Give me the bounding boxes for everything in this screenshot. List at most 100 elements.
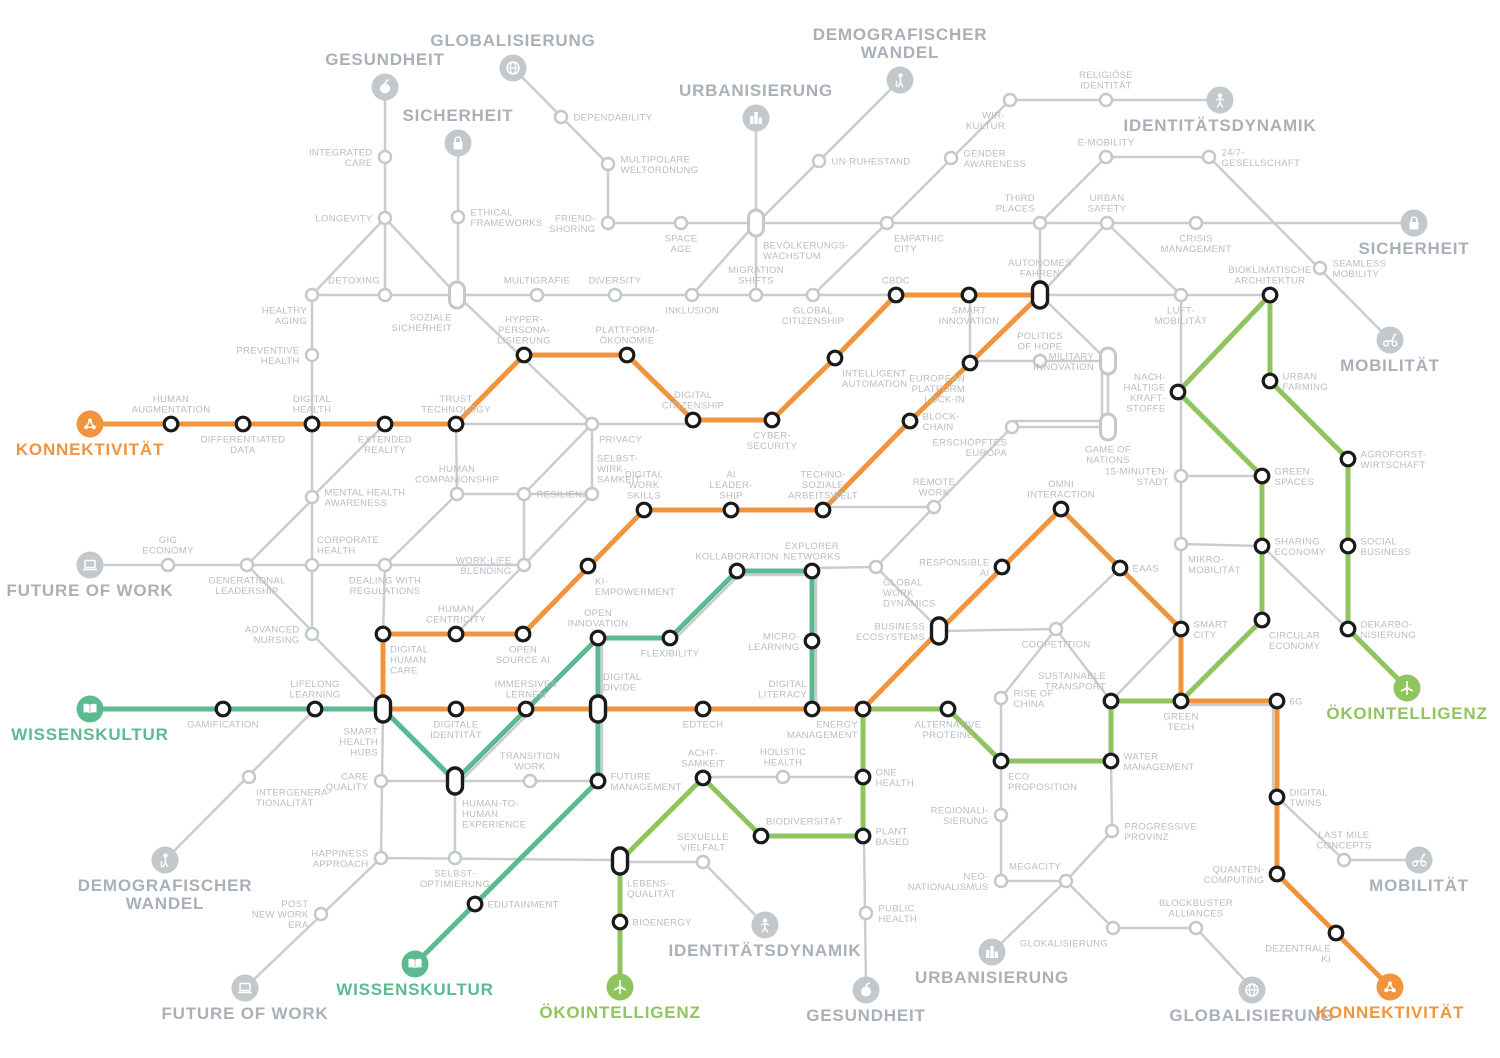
gray-line-segment-16 [1038, 221, 1109, 297]
station-label-dekarbonisierung: DEKARBO-NISIERUNG [1361, 619, 1416, 641]
station-ethical-frameworks [450, 209, 466, 225]
network-icon [1384, 981, 1396, 993]
station-dependability [553, 109, 569, 125]
station-sustainable-transport [1102, 692, 1120, 710]
gray-line-segment-17 [1105, 221, 1183, 297]
station-sharing-economy [1253, 537, 1271, 555]
station-label-eaas: EAAS [1133, 564, 1160, 575]
station-bioklimatische-architektur [1261, 286, 1279, 304]
terminal-globalisierung-bottom: GLOBALISIERUNG [1169, 976, 1334, 1025]
terminal-heading-globalisierung-top: GLOBALISIERUNG [430, 31, 595, 50]
terminal-sicherheit-right: SICHERHEIT [1359, 209, 1469, 258]
gray-line-segment-10 [690, 221, 758, 297]
station-sexuelle-vielfalt [695, 854, 711, 870]
station-e-mobility [1098, 149, 1114, 165]
station-happiness-approach [373, 850, 389, 866]
station-dealing-with-regulations [377, 557, 393, 573]
gray-line-segment-44 [163, 707, 317, 862]
station-label-gesellschaft-24-7: 24/7-GESELLSCHAFT [1222, 147, 1301, 169]
terminal-konnektivitaet-left: KONNEKTIVITÄT [16, 410, 163, 459]
station-differentiated-data [234, 415, 252, 433]
station-corporate-health [304, 557, 320, 573]
station-bioenergy [611, 913, 629, 931]
station-label-achtsamkeit: ACHT-SAMKEIT [681, 748, 725, 770]
terminal-circle-mobilitaet-right [1376, 326, 1404, 354]
station-agroforst-wirtschaft [1339, 450, 1357, 468]
globe-icon [506, 61, 520, 75]
laptop-icon [83, 559, 97, 571]
station-digital-literacy [803, 700, 821, 718]
station-preventive-health [304, 347, 320, 363]
station-human-companionship [449, 486, 465, 502]
station-lifelong-learning [306, 700, 324, 718]
station-edtech [694, 700, 712, 718]
terminal-sicherheit-top: SICHERHEIT [403, 106, 513, 157]
station-omni-interaction [1052, 500, 1070, 518]
station-future-management [589, 772, 607, 790]
station-label-flexibility: FLEXIBILITY [641, 649, 700, 660]
gray-line-segment-13 [1104, 155, 1392, 342]
station-integrated-care [377, 149, 393, 165]
station-label-un-ruhestand: UN-RUHESTAND [832, 157, 911, 168]
station-regionalisierung [993, 807, 1009, 823]
station-nachhaltige-kraftstoffe [1169, 383, 1187, 401]
terminal-heading-konnektivitaet-bottom: KONNEKTIVITÄT [1316, 1003, 1464, 1022]
station-gamification [214, 700, 232, 718]
gray-line-segment-65 [457, 710, 532, 785]
station-plant-based [854, 827, 872, 845]
station-privacy [584, 416, 600, 432]
station-label-edtech: EDTECH [683, 720, 724, 731]
station-label-wir-kultur: WIR-KULTUR [966, 111, 1005, 133]
gray-line-segment-11 [811, 221, 889, 297]
station-green-spaces [1253, 467, 1271, 485]
station-biodiversitaet [752, 827, 770, 845]
gray-line-segment-53 [1109, 627, 1183, 703]
station-responsible-ai [993, 558, 1011, 576]
apple-icon [861, 982, 871, 997]
station-digitale-identitaet [447, 700, 465, 718]
station-soziale-sicherheit [448, 280, 466, 310]
gray-line-segment-52 [1054, 627, 1113, 703]
station-label-micro-learning: MICRO-LEARNING [749, 631, 800, 653]
terminal-gesundheit-top: GESUNDHEIT [325, 50, 444, 101]
station-label-dependability: DEPENDABILITY [574, 113, 653, 124]
gray-line-segment-45 [243, 856, 383, 990]
station-space-age [673, 215, 689, 231]
terminal-future-of-work-bottom: FUTURE OF WORK [161, 974, 328, 1023]
station-ai-leadership [722, 501, 740, 519]
station-15-minuten-stadt [1173, 468, 1189, 484]
station-label-friend-shoring: FRIEND-SHORING [549, 213, 595, 235]
lock-icon [1409, 216, 1419, 230]
gray-line-segment-9 [754, 78, 902, 226]
station-kollaboration [728, 562, 746, 580]
station-water-management [1102, 752, 1120, 770]
